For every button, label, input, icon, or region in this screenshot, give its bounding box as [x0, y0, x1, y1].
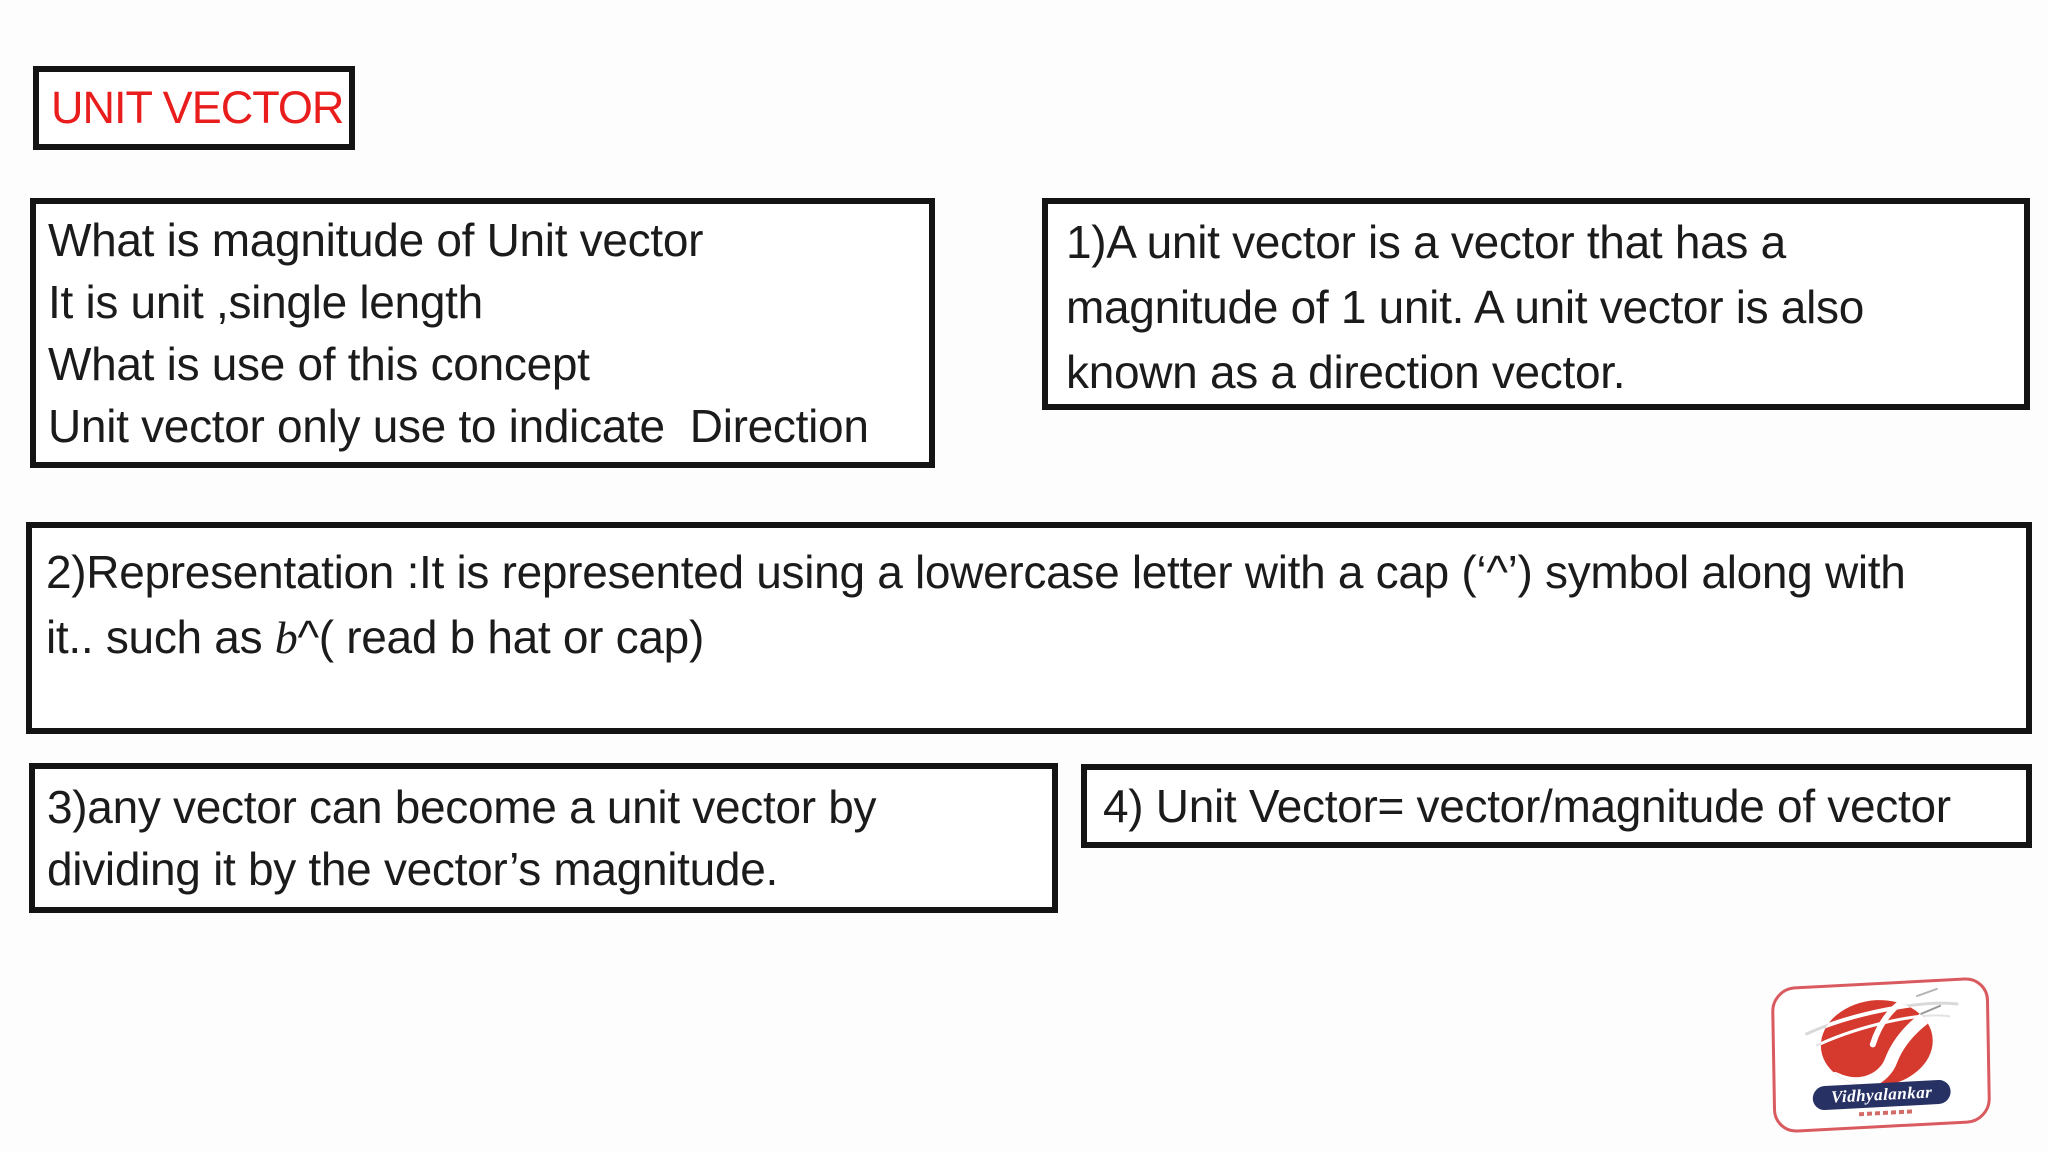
- question-line: What is magnitude of Unit vector: [48, 214, 704, 266]
- representation-line2-suffix: ^( read b hat or cap): [297, 611, 704, 663]
- page-title: UNIT VECTOR: [51, 82, 344, 133]
- formula-box: 4) Unit Vector= vector/magnitude of vect…: [1081, 764, 2032, 848]
- vidhyalankar-logo: Vidhyalankar: [1770, 976, 1992, 1134]
- question-line: It is unit ,single length: [48, 276, 483, 328]
- title-box: UNIT VECTOR: [33, 66, 355, 150]
- formula-text: 4) Unit Vector= vector/magnitude of vect…: [1103, 780, 1951, 832]
- logo-brand-text: Vidhyalankar: [1830, 1082, 1933, 1107]
- question-line: What is use of this concept: [48, 338, 590, 390]
- normalize-box: 3)any vector can become a unit vector by…: [29, 763, 1058, 913]
- representation-line2-prefix: it.. such as: [46, 611, 275, 663]
- definition-box: 1)A unit vector is a vector that has a m…: [1042, 198, 2030, 410]
- vector-symbol-b: b: [274, 612, 298, 663]
- representation-box: 2)Representation :It is represented usin…: [26, 522, 2032, 734]
- normalize-line: dividing it by the vector’s magnitude.: [47, 843, 778, 895]
- representation-line: 2)Representation :It is represented usin…: [46, 546, 1906, 598]
- question-line: Unit vector only use to indicate Directi…: [48, 400, 869, 452]
- definition-line: 1)A unit vector is a vector that has a: [1066, 216, 1786, 268]
- definition-line: known as a direction vector.: [1066, 346, 1626, 398]
- definition-line: magnitude of 1 unit. A unit vector is al…: [1066, 281, 1864, 333]
- question-box: What is magnitude of Unit vector It is u…: [30, 198, 935, 468]
- normalize-line: 3)any vector can become a unit vector by: [47, 781, 877, 833]
- representation-line: it.. such as b^( read b hat or cap): [46, 605, 2026, 670]
